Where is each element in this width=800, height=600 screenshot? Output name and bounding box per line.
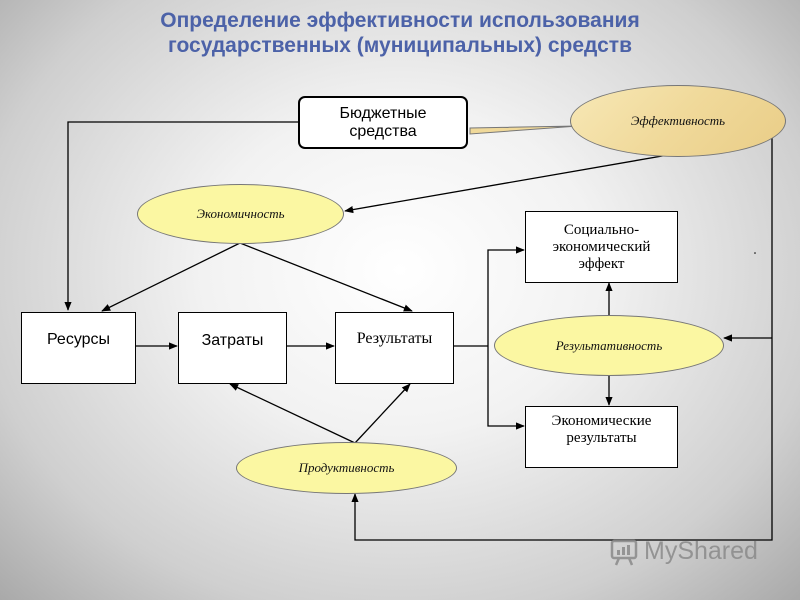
arrow-economy-to-results (239, 242, 413, 312)
box-costs-label: Затраты (201, 332, 264, 349)
oval-effectiveness: Результативность (494, 315, 724, 376)
box-budget-funds-label: Бюджетные средства (339, 104, 427, 140)
box-social-economic-effect-label: Социально-экономический эффект (552, 221, 651, 272)
myshared-logo-icon (610, 539, 638, 565)
arrow-productivity-to-costs (229, 383, 356, 444)
arrow-results-to-economic (487, 346, 525, 430)
oval-economy: Экономичность (137, 184, 344, 244)
box-social-economic-effect: Социально-экономический эффект (525, 211, 678, 283)
oval-efficiency-label: Эффективность (630, 113, 726, 128)
oval-effectiveness-label: Результативность (555, 337, 663, 353)
arrow-efficiency-to-economy (344, 154, 669, 214)
oval-efficiency: Эффективность (570, 85, 786, 157)
arrow-economy-to-resources (101, 242, 241, 312)
box-results: Результаты (335, 312, 454, 384)
box-economic-results-label: Экономические результаты (551, 413, 652, 446)
oval-economy-label: Экономичность (196, 206, 285, 221)
box-costs: Затраты (178, 312, 287, 384)
box-results-label: Результаты (356, 330, 433, 347)
title-line-2: государственных (муниципальных) средств (168, 34, 632, 57)
box-economic-results: Экономические результаты (525, 406, 678, 468)
myshared-watermark: MyShared (610, 537, 758, 566)
myshared-watermark-text: MyShared (644, 537, 758, 565)
page-title: Определение эффективности использования … (0, 8, 800, 58)
title-line-1: Определение эффективности использования (160, 9, 640, 32)
arrow-productivity-to-results (354, 383, 411, 444)
oval-productivity: Продуктивность (236, 442, 457, 494)
box-budget-funds: Бюджетные средства (298, 96, 468, 149)
arrow-budget-to-resources (64, 121, 298, 311)
box-resources-label: Ресурсы (46, 331, 111, 348)
box-resources: Ресурсы (21, 312, 136, 384)
arrow-results-to-social (487, 246, 525, 346)
connector-efficiency-right (351, 138, 773, 541)
efficiency-callout-tail (469, 125, 579, 135)
oval-productivity-label: Продуктивность (298, 460, 395, 475)
